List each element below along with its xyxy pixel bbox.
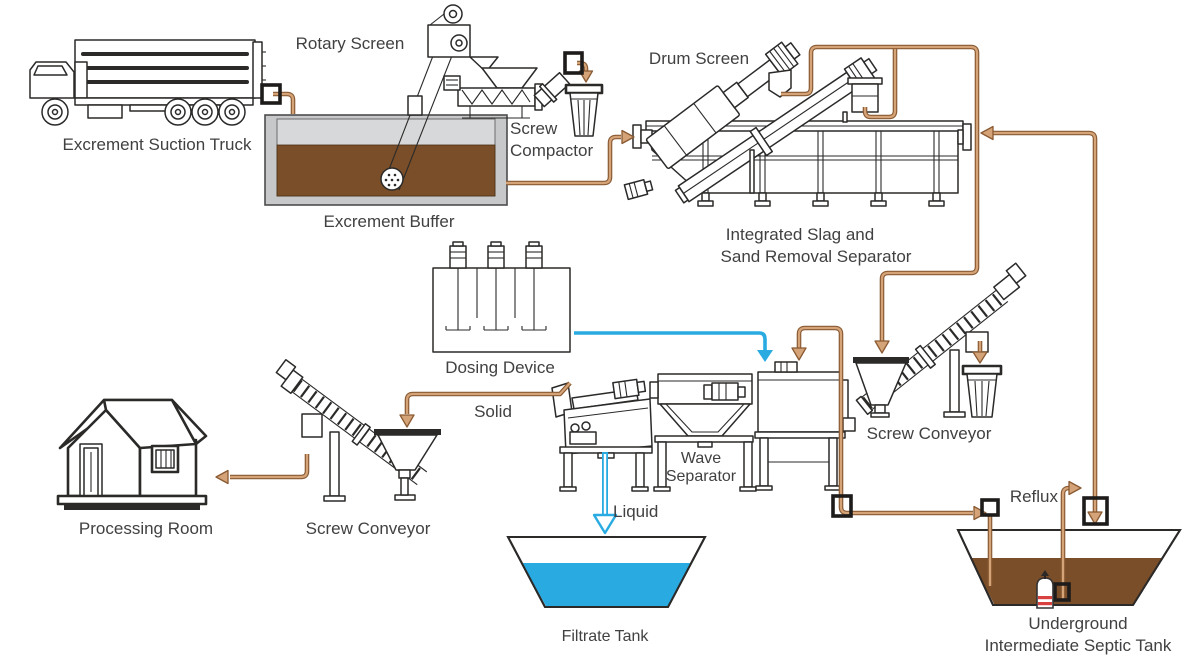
separator-outlet-flange	[962, 123, 972, 151]
label-screw-conveyor-left: Screw Conveyor	[306, 519, 431, 538]
mixing-tank-body	[757, 371, 841, 433]
label-wave-1: Wave	[681, 450, 721, 467]
label-separator-2: Sand Removal Separator	[721, 247, 912, 266]
compactor-motor	[443, 75, 461, 91]
rotary-screen-machine	[380, 4, 499, 191]
label-septic-2: Intermediate Septic Tank	[985, 636, 1172, 655]
truck-fuel-tank	[87, 104, 123, 119]
pipe-couplers	[260, 51, 1109, 602]
coupler-septic-rim	[980, 498, 1000, 517]
label-dosing-device: Dosing Device	[445, 358, 555, 377]
conveyor-left-leg	[329, 431, 340, 497]
filtrate-liquid	[522, 563, 691, 606]
integrated-separator-machine	[623, 41, 972, 207]
conveyor-right-leg	[949, 349, 960, 413]
trash-bin-icon	[564, 83, 604, 137]
label-solid: Solid	[474, 402, 512, 421]
screw-compactor-machine	[443, 67, 571, 119]
conveyor-right-discharge	[965, 331, 989, 353]
coupler-pump	[1053, 582, 1071, 602]
truck-rear-panel	[252, 41, 263, 99]
septic-tank	[956, 529, 1182, 606]
label-liquid: Liquid	[613, 502, 658, 521]
label-reflux: Reflux	[1010, 487, 1059, 506]
separator-bottom-motor	[623, 178, 654, 201]
label-separator-1: Integrated Slag and	[726, 225, 874, 244]
label-screw-conveyor-right: Screw Conveyor	[867, 424, 992, 443]
conveyor-right-funnel	[855, 362, 907, 406]
arrow-liquid-down	[592, 513, 618, 535]
arrow-into-separator-inlet	[621, 129, 635, 145]
conveyor-left-discharge	[301, 413, 323, 438]
house-base	[56, 494, 208, 506]
screw-conveyor-left-machine	[275, 358, 441, 502]
coupler-truck	[260, 83, 282, 105]
wave-separator-motor	[711, 382, 739, 401]
flow-arrows-brown	[215, 70, 1103, 525]
truck-wheel-icon	[41, 98, 246, 126]
flow-lines-blue	[574, 331, 773, 535]
label-truck: Excrement Suction Truck	[63, 135, 252, 154]
screw-press-machine	[551, 378, 653, 492]
separator-feet	[697, 192, 945, 207]
dosing-mixer	[445, 241, 547, 331]
coupler-compactor	[563, 51, 584, 75]
mixing-tank-motor	[774, 361, 798, 373]
arrow-dosing-blue	[757, 350, 773, 362]
trash-bin-icon	[961, 364, 1003, 418]
arrow-into-separator-outlet	[980, 125, 994, 141]
processing-room-house-icon	[56, 398, 208, 510]
arrow-into-bin2	[972, 351, 988, 364]
arrow-into-mixing-tank	[791, 347, 807, 361]
coupler-wave-septic	[831, 494, 853, 518]
compactor-discharge-pipe	[533, 71, 571, 108]
submersible-pump-icon	[1036, 570, 1054, 609]
pipe-conveyor-to-house	[228, 452, 309, 479]
label-wave-2: Separator	[666, 468, 737, 485]
screw-press-pump	[569, 431, 597, 445]
coupler-septic-top	[1082, 496, 1109, 526]
label-screw-compactor-2: Compactor	[510, 141, 593, 160]
label-screw-compactor-1: Screw	[510, 119, 558, 138]
label-excrement-buffer: Excrement Buffer	[323, 212, 454, 231]
arrow-into-right-funnel	[874, 340, 890, 354]
mixing-tank-machine	[754, 361, 856, 491]
wave-separator-hopper	[659, 403, 751, 437]
label-septic-1: Underground	[1028, 614, 1127, 633]
arrow-reflux-up	[1068, 480, 1082, 496]
dosing-device-machine	[432, 241, 571, 353]
pipe-dosing-to-mixing-tank	[574, 331, 767, 350]
arrow-into-septic-top	[1087, 511, 1103, 525]
arrow-to-processing-room	[215, 469, 229, 485]
rotary-screen-spout	[469, 56, 499, 73]
pipe-separator-septic-riser	[990, 131, 1097, 514]
screw-conveyor-right-machine	[853, 262, 1027, 418]
drum-screen-unit	[645, 41, 801, 170]
septic-sewage-liquid	[971, 558, 1162, 604]
filtrate-tank	[506, 536, 707, 608]
label-processing-room: Processing Room	[79, 519, 213, 538]
label-rotary-screen: Rotary Screen	[296, 34, 405, 53]
wave-separator-machine	[649, 373, 757, 492]
diagram-labels: Excrement Suction Truck Rotary Screen Sc…	[63, 34, 1172, 655]
dosing-tank	[432, 267, 571, 353]
conveyor-left-funnel-rim	[374, 429, 441, 435]
truck-windshield	[33, 65, 68, 76]
arrow-solid-into-funnel	[399, 414, 415, 428]
conveyor-left-funnel	[377, 434, 438, 471]
label-filtrate-tank: Filtrate Tank	[562, 628, 650, 645]
excrement-buffer-tank	[264, 114, 508, 206]
arrow-into-septic-inlet	[973, 505, 987, 521]
excrement-suction-truck-icon	[29, 39, 266, 126]
label-drum-screen: Drum Screen	[649, 49, 749, 68]
compactor-hopper	[481, 67, 538, 89]
conveyor-right-funnel-rim	[853, 357, 909, 363]
